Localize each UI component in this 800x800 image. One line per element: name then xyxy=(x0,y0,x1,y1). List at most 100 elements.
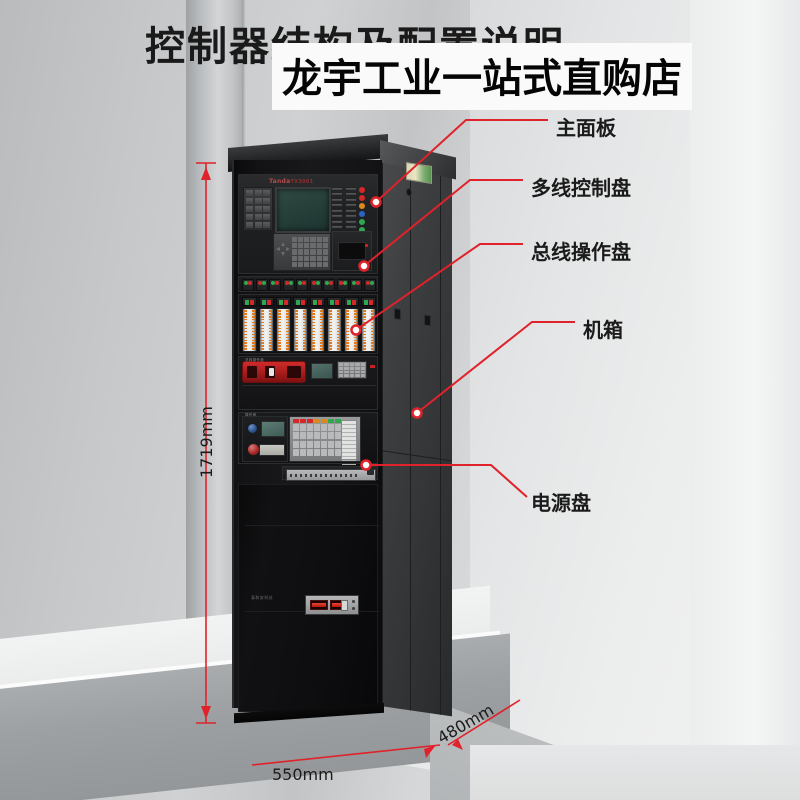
bus-key[interactable] xyxy=(360,374,365,377)
keypad-grid[interactable] xyxy=(292,237,328,267)
keypad-button[interactable] xyxy=(322,249,328,255)
operator-key[interactable] xyxy=(300,449,306,456)
key-button[interactable] xyxy=(263,221,270,228)
operator-key[interactable] xyxy=(335,432,341,440)
function-key[interactable] xyxy=(331,208,344,213)
operator-key[interactable] xyxy=(307,424,313,431)
keypad-button[interactable] xyxy=(292,255,298,261)
keypad-button[interactable] xyxy=(292,249,298,255)
operator-key[interactable] xyxy=(293,424,299,431)
operator-key[interactable] xyxy=(300,424,306,431)
bus-key[interactable] xyxy=(349,363,355,366)
main-panel[interactable]: TandaTX3001 xyxy=(238,174,378,274)
bus-key[interactable] xyxy=(349,366,355,370)
operator-key[interactable] xyxy=(314,432,320,440)
operator-key[interactable] xyxy=(328,432,334,440)
emergency-handle-bar[interactable] xyxy=(242,361,306,383)
bus-key[interactable] xyxy=(344,374,349,377)
keypad-button[interactable] xyxy=(304,243,310,249)
keypad-button[interactable] xyxy=(322,243,328,249)
handle-slot[interactable] xyxy=(287,366,301,378)
operator-key[interactable] xyxy=(293,440,299,448)
key-button[interactable] xyxy=(263,197,270,205)
operator-key[interactable] xyxy=(293,449,299,456)
multi-line-control-panel[interactable] xyxy=(238,294,378,354)
operator-key[interactable] xyxy=(314,424,320,431)
key-button[interactable] xyxy=(246,213,253,221)
bus-key[interactable] xyxy=(344,370,349,374)
key-button[interactable] xyxy=(246,221,253,228)
cabinet-lower-door[interactable]: 泰和安科技 xyxy=(238,484,379,712)
function-key[interactable] xyxy=(344,214,357,219)
operator-key[interactable] xyxy=(328,424,334,431)
meter-button[interactable] xyxy=(352,600,355,603)
keypad-button[interactable] xyxy=(298,237,304,243)
keypad-button[interactable] xyxy=(292,261,298,267)
bus-key[interactable] xyxy=(339,366,344,370)
key-button[interactable] xyxy=(254,197,262,205)
operator-key[interactable] xyxy=(307,440,313,448)
bus-operation-panel[interactable]: 总线操作盘 xyxy=(238,356,378,410)
right-key-column[interactable] xyxy=(331,187,357,229)
keypad-button[interactable] xyxy=(304,237,310,243)
key-button[interactable] xyxy=(263,205,270,213)
keypad-button[interactable] xyxy=(316,237,322,243)
battery-meter-module[interactable] xyxy=(305,595,359,615)
dpad-icon[interactable] xyxy=(276,242,290,256)
module-header[interactable] xyxy=(242,297,257,306)
operator-key[interactable] xyxy=(314,449,320,456)
left-key-bank[interactable] xyxy=(243,187,273,231)
key-button[interactable] xyxy=(246,190,253,197)
module-header[interactable] xyxy=(344,297,359,306)
function-key[interactable] xyxy=(282,279,295,291)
keypad-button[interactable] xyxy=(316,243,322,249)
selector-knob-blue[interactable] xyxy=(247,423,258,434)
function-key[interactable] xyxy=(363,279,376,291)
function-key[interactable] xyxy=(344,203,357,208)
operator-sub-panel[interactable]: 操作盘 xyxy=(238,412,378,465)
keypad-button[interactable] xyxy=(304,249,310,255)
line-module-card[interactable] xyxy=(276,308,291,352)
key-button[interactable] xyxy=(263,213,270,221)
operator-key[interactable] xyxy=(328,449,334,456)
power-switch[interactable] xyxy=(367,469,374,475)
keypad-button[interactable] xyxy=(322,261,328,267)
function-key[interactable] xyxy=(331,197,344,202)
handle-slot[interactable] xyxy=(247,366,257,378)
function-key[interactable] xyxy=(344,187,357,191)
operator-key[interactable] xyxy=(335,449,341,456)
keypad-button[interactable] xyxy=(298,243,304,249)
operator-key-grid[interactable] xyxy=(293,424,341,456)
keypad-button[interactable] xyxy=(310,237,316,243)
operator-key[interactable] xyxy=(335,440,341,448)
function-key[interactable] xyxy=(331,203,344,208)
bus-keypad[interactable] xyxy=(337,361,367,379)
power-panel[interactable] xyxy=(282,466,378,481)
module-header-row[interactable] xyxy=(242,297,376,306)
module-card-rack[interactable] xyxy=(242,308,376,352)
bus-key[interactable] xyxy=(349,370,355,374)
function-key[interactable] xyxy=(242,279,255,291)
module-header[interactable] xyxy=(259,297,274,306)
meter-button[interactable] xyxy=(352,607,355,610)
operator-keypad-block[interactable] xyxy=(289,416,361,465)
key-button[interactable] xyxy=(246,205,253,213)
operator-key[interactable] xyxy=(321,440,327,448)
key-button[interactable] xyxy=(254,190,262,197)
function-key[interactable] xyxy=(331,192,344,197)
function-key[interactable] xyxy=(331,219,344,224)
operator-key[interactable] xyxy=(307,432,313,440)
keypad-button[interactable] xyxy=(310,249,316,255)
keypad-button[interactable] xyxy=(322,255,328,261)
module-header[interactable] xyxy=(293,297,308,306)
keypad-button[interactable] xyxy=(298,261,304,267)
module-header[interactable] xyxy=(276,297,291,306)
line-module-card[interactable] xyxy=(310,308,325,352)
keypad-button[interactable] xyxy=(304,261,310,267)
keypad-button[interactable] xyxy=(304,255,310,261)
keypad-button[interactable] xyxy=(322,237,328,243)
bus-key[interactable] xyxy=(339,370,344,374)
bus-key[interactable] xyxy=(360,370,365,374)
function-key[interactable] xyxy=(255,279,268,291)
function-key[interactable] xyxy=(269,279,282,291)
